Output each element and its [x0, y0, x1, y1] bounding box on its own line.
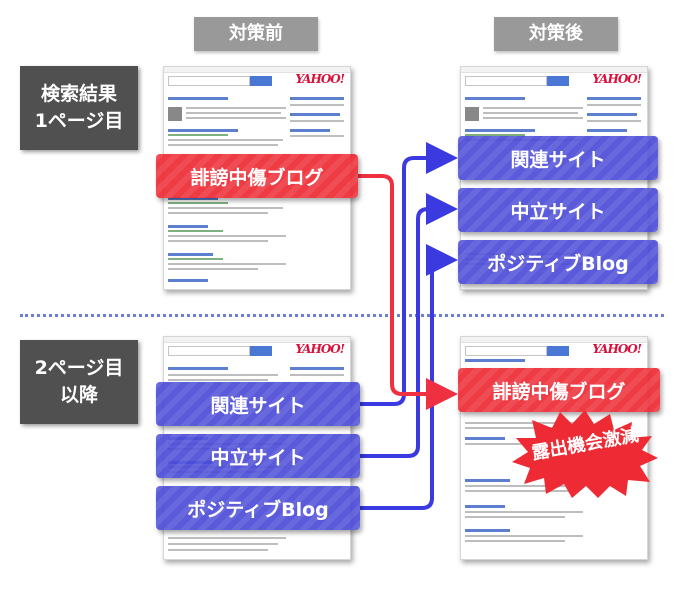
- badge-neutral-site-before: 中立サイト: [156, 434, 360, 478]
- arrow-related-site: [360, 142, 458, 406]
- page-divider: [20, 314, 664, 317]
- badge-neutral-site-after: 中立サイト: [458, 188, 658, 232]
- yahoo-logo: YAHOO!: [295, 72, 345, 86]
- row-label-page1: 検索結果 1ページ目: [20, 66, 138, 150]
- badge-related-site-before: 関連サイト: [156, 382, 360, 426]
- arrow-neutral-site: [360, 193, 458, 458]
- arrow-defamation-blog: [358, 174, 458, 410]
- yahoo-logo: YAHOO!: [592, 342, 642, 356]
- yahoo-logo: YAHOO!: [592, 72, 642, 86]
- row-label-page2: 2ページ目 以降: [20, 340, 138, 424]
- badge-defamation-blog-before: 誹謗中傷ブログ: [156, 154, 358, 198]
- header-after: 対策後: [494, 17, 618, 51]
- badge-positive-blog-after: ポジティブBlog: [458, 240, 658, 284]
- yahoo-logo: YAHOO!: [295, 342, 345, 356]
- header-before: 対策前: [194, 17, 318, 51]
- badge-related-site-after: 関連サイト: [458, 136, 658, 180]
- badge-defamation-blog-after: 誹謗中傷ブログ: [458, 368, 660, 412]
- exposure-burst-icon: [512, 410, 658, 498]
- badge-positive-blog-before: ポジティブBlog: [156, 486, 360, 530]
